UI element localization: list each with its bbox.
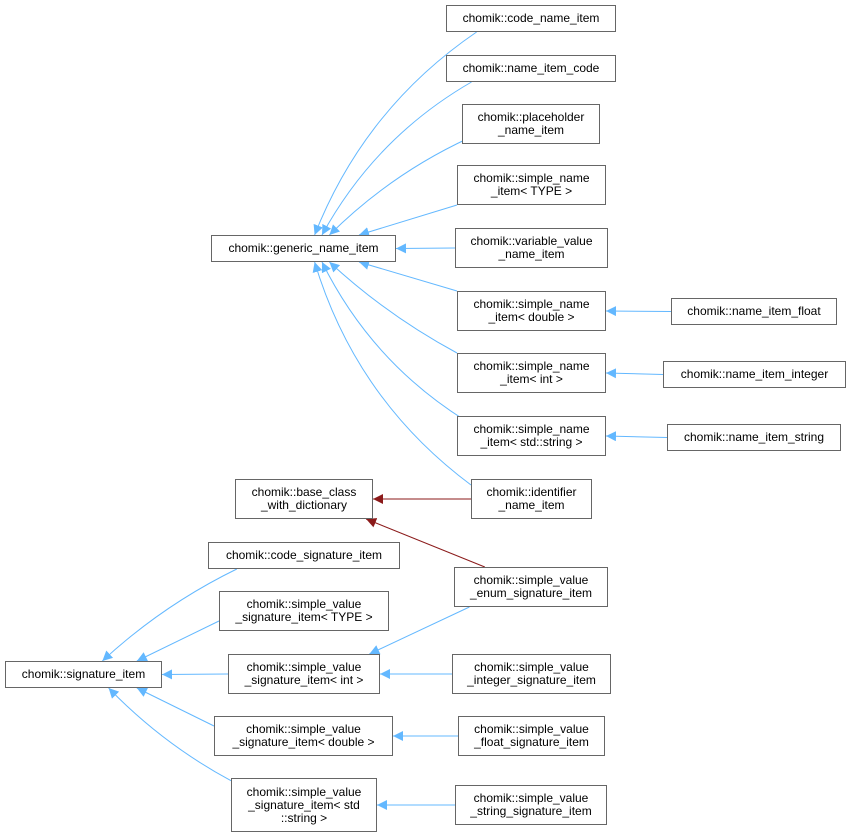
edge-simple-name-item-string-to-generic-name-item	[321, 261, 465, 421]
class-name-line: chomik::simple_value	[473, 573, 589, 587]
class-node-signature-item[interactable]: chomik::signature_item	[5, 661, 162, 688]
class-name-line: _enum_signature_item	[469, 586, 593, 600]
edge-simple-value-signature-item-double-to-signature-item	[136, 687, 215, 727]
class-name-line: _name_item	[498, 247, 565, 261]
edge-code-name-item-to-generic-name-item	[313, 31, 477, 236]
class-name-line: _item< std::string >	[480, 435, 583, 449]
class-node-simple-value-signature-item-std-string[interactable]: chomik::simple_value _signature_item< st…	[231, 778, 377, 832]
class-name-line: chomik::simple_value	[246, 722, 361, 736]
edge-identifier-name-item-to-generic-name-item	[312, 261, 472, 486]
class-node-identifier-name-item[interactable]: chomik::identifier _name_item	[471, 479, 592, 519]
class-node-simple-value-float-signature-item[interactable]: chomik::simple_value _float_signature_it…	[458, 716, 605, 756]
class-name-line: chomik::simple_name	[473, 422, 590, 436]
class-name-line: _integer_signature_item	[467, 673, 596, 687]
class-node-base-class-with-dictionary[interactable]: chomik::base_class _with_dictionary	[235, 479, 373, 519]
class-node-name-item-string[interactable]: chomik::name_item_string	[667, 424, 841, 451]
class-node-simple-name-item-int[interactable]: chomik::simple_name _item< int >	[457, 353, 606, 393]
class-name-line: chomik::simple_value	[246, 597, 362, 611]
class-name-line: _signature_item< TYPE >	[235, 610, 373, 624]
class-node-simple-value-string-signature-item[interactable]: chomik::simple_value _string_signature_i…	[455, 785, 607, 825]
class-node-generic-name-item[interactable]: chomik::generic_name_item	[211, 235, 396, 262]
class-node-simple-name-item-type[interactable]: chomik::simple_name _item< TYPE >	[457, 165, 606, 205]
class-name-line: chomik::name_item_code	[462, 61, 600, 75]
class-name-line: _name_item	[498, 498, 565, 512]
class-name-line: chomik::simple_value	[474, 722, 589, 736]
class-node-simple-value-signature-item-double[interactable]: chomik::simple_value _signature_item< do…	[214, 716, 393, 756]
class-name-line: _item< double >	[488, 310, 575, 324]
class-name-line: chomik::code_name_item	[462, 11, 600, 25]
edge-variable-value-name-item-to-generic-name-item	[395, 243, 456, 254]
class-name-line: _item< TYPE >	[490, 184, 573, 198]
class-name-line: _signature_item< int >	[244, 673, 364, 687]
edge-code-signature-item-to-signature-item	[102, 568, 238, 662]
edge-simple-value-enum-signature-item-to-base-class-with-dictionary	[365, 518, 485, 568]
class-node-simple-value-signature-item-int[interactable]: chomik::simple_value _signature_item< in…	[228, 654, 380, 694]
edge-simple-name-item-double-to-generic-name-item	[358, 260, 458, 292]
edge-simple-name-item-type-to-generic-name-item	[358, 204, 458, 237]
class-name-line: chomik::code_signature_item	[225, 548, 383, 562]
class-name-line: chomik::name_item_string	[683, 430, 825, 444]
edge-placeholder-name-item-to-generic-name-item	[329, 137, 470, 236]
class-node-simple-value-enum-signature-item[interactable]: chomik::simple_value _enum_signature_ite…	[454, 567, 608, 607]
edge-name-item-code-to-generic-name-item	[321, 81, 472, 236]
class-node-simple-value-integer-signature-item[interactable]: chomik::simple_value _integer_signature_…	[452, 654, 611, 694]
class-name-line: _signature_item< std	[248, 797, 360, 812]
class-node-name-item-integer[interactable]: chomik::name_item_integer	[663, 361, 846, 388]
class-name-line: _signature_item< double >	[232, 735, 375, 749]
class-name-line: chomik::simple_name	[473, 359, 590, 373]
class-name-line: _with_dictionary	[260, 498, 348, 512]
class-name-line: chomik::identifier	[486, 485, 577, 499]
class-name-line: chomik::variable_value	[470, 234, 593, 248]
class-node-variable-value-name-item[interactable]: chomik::variable_value _name_item	[455, 228, 608, 268]
edge-simple-value-signature-item-std-string-to-signature-item	[108, 687, 232, 782]
class-node-name-item-float[interactable]: chomik::name_item_float	[671, 298, 837, 325]
class-node-simple-name-item-string[interactable]: chomik::simple_name _item< std::string >	[457, 416, 606, 456]
edge-name-item-integer-to-simple-name-item-int	[605, 368, 664, 379]
class-name-line: chomik::placeholder	[477, 110, 585, 124]
class-node-placeholder-name-item[interactable]: chomik::placeholder _name_item	[462, 104, 600, 144]
class-name-line: ::string >	[280, 810, 328, 825]
class-node-code-name-item[interactable]: chomik::code_name_item	[446, 5, 616, 32]
edge-simple-name-item-int-to-generic-name-item	[329, 261, 458, 354]
class-node-simple-name-item-double[interactable]: chomik::simple_name _item< double >	[457, 291, 606, 331]
edge-name-item-string-to-simple-name-item-string	[605, 431, 668, 442]
class-name-line: _string_signature_item	[470, 804, 592, 818]
edge-simple-value-signature-item-type-to-signature-item	[136, 620, 220, 662]
class-node-simple-value-signature-item-type[interactable]: chomik::simple_value _signature_item< TY…	[219, 591, 389, 631]
class-node-code-signature-item[interactable]: chomik::code_signature_item	[208, 542, 400, 569]
class-name-line: chomik::simple_value	[474, 660, 589, 674]
class-name-line: _name_item	[497, 123, 565, 137]
edge-name-item-float-to-simple-name-item-double	[605, 306, 672, 317]
class-name-line: chomik::name_item_integer	[680, 367, 829, 381]
class-name-line: chomik::simple_value	[246, 784, 362, 799]
class-name-line: chomik::simple_value	[246, 660, 362, 674]
class-name-line: chomik::simple_value	[473, 791, 589, 805]
class-name-line: chomik::signature_item	[21, 667, 146, 681]
edge-simple-value-signature-item-int-to-signature-item	[161, 669, 229, 680]
class-name-line: chomik::name_item_float	[687, 304, 821, 318]
class-node-name-item-code[interactable]: chomik::name_item_code	[446, 55, 616, 82]
class-name-line: _float_signature_item	[474, 735, 589, 749]
edge-simple-value-enum-signature-item-to-simple-value-signature-item-int	[369, 606, 470, 655]
class-name-line: chomik::simple_name	[473, 171, 590, 185]
class-name-line: chomik::simple_name	[473, 297, 590, 311]
class-name-line: chomik::generic_name_item	[228, 241, 379, 255]
class-name-line: chomik::base_class	[251, 485, 357, 499]
class-name-line: _item< int >	[500, 372, 563, 386]
